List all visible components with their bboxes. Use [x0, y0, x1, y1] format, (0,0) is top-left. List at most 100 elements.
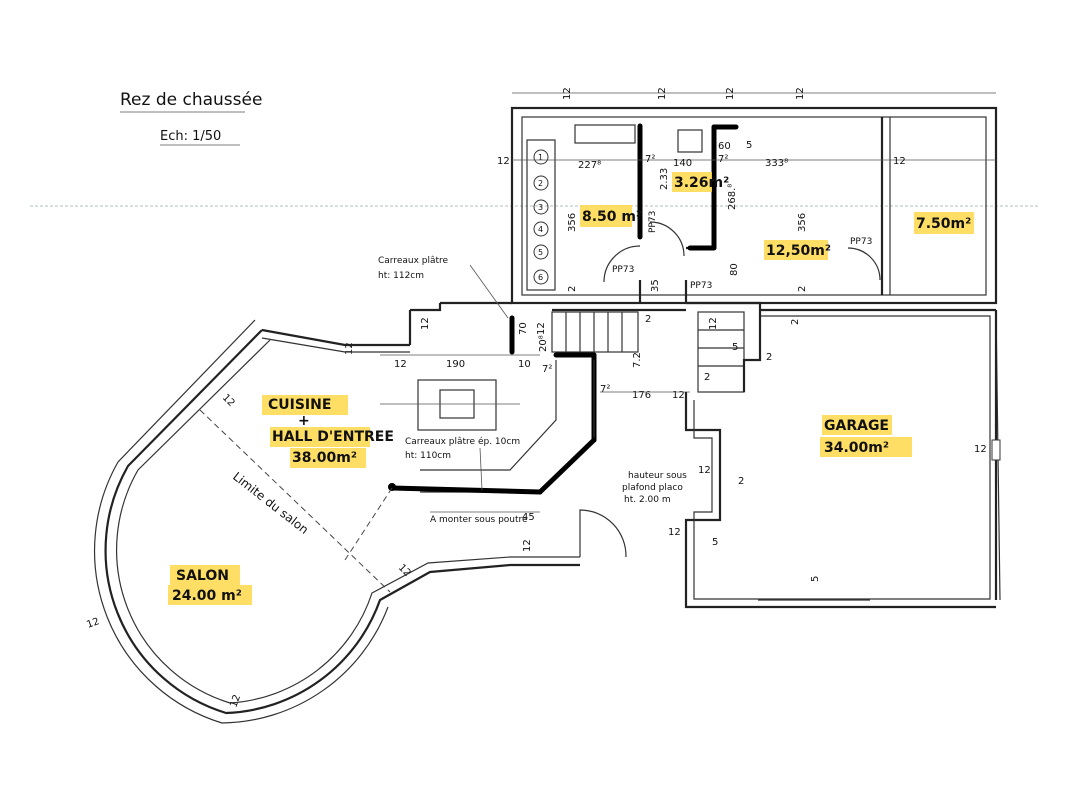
- limite-label: Limite du salon: [230, 469, 311, 537]
- dim-190: 190: [446, 359, 465, 370]
- hauteur-note-l1: hauteur sous: [628, 471, 687, 481]
- room-b-highlight: [672, 172, 712, 192]
- dim-top-3: 12: [725, 87, 736, 100]
- dim-2-stair-b: 2: [704, 372, 710, 383]
- garage-area: 34.00m²: [824, 440, 889, 456]
- dim-5-garage-b: 5: [810, 576, 821, 582]
- kitchen-walls: [261, 328, 597, 495]
- dim-356-b: 356: [797, 213, 808, 232]
- salon-highlight-2: [168, 585, 252, 605]
- dim-233: 2.33: [659, 168, 670, 190]
- fixture-2: 2: [533, 175, 549, 191]
- stairs: [551, 311, 639, 353]
- dim-227: 227⁸: [578, 160, 601, 171]
- dim-356-a: 356: [567, 213, 578, 232]
- svg-text:3: 3: [538, 203, 543, 212]
- fixture-column: 1 2 3 4 5 6: [526, 139, 556, 291]
- dim-5-garage: 5: [712, 537, 718, 548]
- door-label-4: PP73: [850, 237, 872, 247]
- room-d-highlight: [914, 212, 974, 234]
- room-a-area: 8.50 m²: [582, 209, 642, 225]
- dim-12-mid: 12: [420, 317, 431, 330]
- fixture-3: 3: [533, 199, 549, 215]
- dim-72-b: 7²: [718, 154, 728, 165]
- cuisine-highlight-1: [262, 395, 348, 415]
- dim-2-garage-2: 2: [738, 476, 744, 487]
- garage-highlight-2: [820, 437, 912, 457]
- carreaux-note-2-l2: ht: 110cm: [405, 451, 451, 461]
- dim-5-top: 5: [746, 140, 752, 151]
- salon-limit-line: [199, 409, 391, 593]
- dim-12-row: 12: [394, 359, 407, 370]
- cuisine-label-l2: +: [298, 413, 310, 429]
- fixture-5: 5: [533, 244, 549, 260]
- hauteur-note-l2: plafond placo: [622, 483, 683, 493]
- salon-label: SALON: [176, 568, 229, 584]
- dim-72b: 7.2: [632, 352, 643, 368]
- dim-2-b: 2: [797, 286, 808, 292]
- counter-top: [574, 124, 636, 144]
- hauteur-note-l3: ht. 2.00 m: [624, 495, 671, 505]
- dim-top-1: 12: [562, 87, 573, 100]
- dim-45: 45: [522, 512, 535, 523]
- fixture-4: 4: [533, 221, 549, 237]
- garage-label: GARAGE: [824, 418, 889, 434]
- dim-140: 140: [673, 158, 692, 169]
- door-label-2: PP73: [648, 211, 658, 233]
- svg-text:6: 6: [538, 273, 543, 282]
- dim-12-salon-2: 12: [85, 616, 101, 631]
- dim-2-right: 2: [766, 352, 772, 363]
- dim-12-salon-1: 12: [220, 392, 237, 409]
- door-arc-2: [649, 221, 685, 257]
- dim-35: 35: [650, 279, 661, 292]
- entry-door: [579, 509, 627, 558]
- dim-12-garage-3: 12: [974, 444, 987, 455]
- dim-10: 10: [518, 359, 531, 370]
- plan-title: Rez de chaussée: [120, 90, 262, 110]
- dim-176: 176: [632, 390, 651, 401]
- cuisine-highlight-2: [270, 427, 370, 447]
- room-a-highlight: [580, 205, 632, 227]
- dim-2-stair: 2: [645, 314, 651, 325]
- door-arc-1: [603, 245, 641, 283]
- fixture-6: 6: [533, 269, 549, 285]
- door-arc-4: [847, 247, 881, 281]
- dim-right-upper: 12: [893, 156, 906, 167]
- dim-268: 268.⁸: [727, 184, 738, 210]
- dim-12-left: 12: [344, 342, 355, 355]
- room-c-highlight: [764, 240, 828, 260]
- dim-72-a: 7²: [645, 154, 655, 165]
- dim-12-mid2: 12: [536, 322, 547, 335]
- plan-scale: Ech: 1/50: [160, 129, 221, 144]
- fixture-1: 1: [533, 149, 549, 165]
- dim-60: 60: [718, 141, 731, 152]
- door-label-1: PP73: [612, 265, 634, 275]
- dim-12-salon-4: 12: [396, 562, 413, 579]
- salon-highlight-1: [170, 565, 240, 585]
- svg-text:2: 2: [538, 179, 543, 188]
- svg-text:1: 1: [538, 153, 543, 162]
- carreaux-note-1-l2: ht: 112cm: [378, 271, 424, 281]
- dim-top-4: 12: [795, 87, 806, 100]
- dim-2-a: 2: [567, 286, 578, 292]
- garage-walls: [684, 310, 1001, 609]
- dim-left-upper: 12: [497, 156, 510, 167]
- carreaux-note-1-l1: Carreaux plâtre: [378, 256, 449, 266]
- dim-208: 20⁸: [538, 335, 549, 352]
- carreaux-leader-1: [469, 264, 509, 319]
- dim-12-salon-5: 12: [522, 539, 533, 552]
- dim-5-stair: 5: [732, 342, 738, 353]
- dim-12-garage-1: 12: [698, 465, 711, 476]
- cuisine-highlight-3: [290, 448, 366, 468]
- room-d-area: 7.50m²: [916, 216, 971, 232]
- basin: [677, 129, 703, 153]
- dim-top-2: 12: [657, 87, 668, 100]
- svg-text:4: 4: [538, 225, 543, 234]
- dim-12-garage-2: 12: [668, 527, 681, 538]
- dim-12-salon-3: 12: [228, 693, 243, 709]
- dim-12-176: 12: [672, 390, 685, 401]
- salon-area: 24.00 m²: [172, 588, 242, 604]
- dim-72-c: 7²: [600, 384, 610, 395]
- cuisine-area: 38.00m²: [292, 450, 357, 466]
